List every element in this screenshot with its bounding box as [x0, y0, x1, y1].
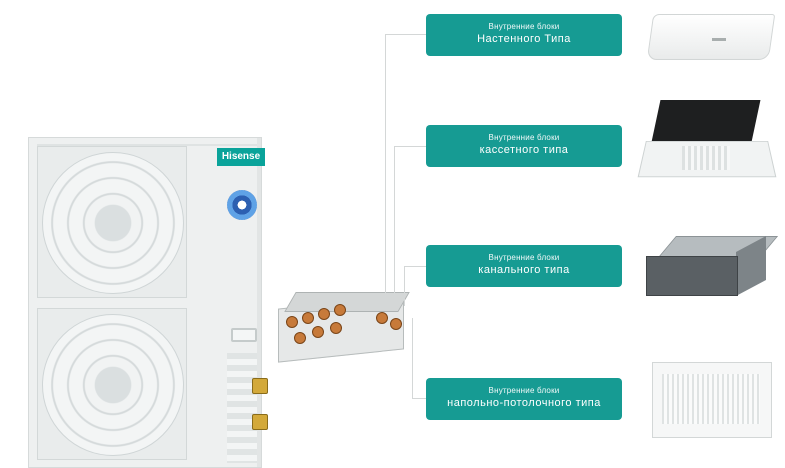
floor-ceiling-unit-icon — [652, 362, 772, 440]
service-handle — [231, 328, 257, 342]
label-duct-type: Внутренние блоки канального типа — [426, 245, 622, 287]
label-caption: Внутренние блоки — [488, 253, 560, 262]
cassette-grille — [682, 146, 730, 170]
lower-fan-icon — [42, 314, 184, 456]
label-caption: Внутренние блоки — [488, 22, 560, 31]
duct-unit-icon — [646, 236, 779, 300]
valve-icon — [252, 414, 268, 430]
cassette-unit-icon — [637, 100, 777, 184]
lower-fan-housing — [37, 308, 187, 460]
label-type: напольно-потолочного типа — [447, 397, 601, 409]
connector-line — [412, 398, 426, 399]
connector-line — [394, 146, 395, 296]
connector-line — [404, 266, 426, 267]
brand-logo: Hisense — [217, 148, 265, 166]
connector-line — [412, 318, 413, 398]
connector-line — [385, 34, 386, 302]
label-type: Настенного Типа — [477, 33, 571, 45]
service-valves — [248, 378, 270, 438]
copper-pipe-icon — [294, 332, 306, 344]
wall-unit-body — [646, 14, 776, 60]
wall-unit-logo — [712, 38, 726, 41]
wall-mounted-unit-icon — [646, 8, 776, 66]
copper-pipe-icon — [312, 326, 324, 338]
label-wall-type: Внутренние блоки Настенного Типа — [426, 14, 622, 56]
copper-pipe-icon — [390, 318, 402, 330]
connector-line — [394, 146, 426, 147]
copper-pipe-icon — [330, 322, 342, 334]
top-panel — [37, 144, 257, 146]
copper-pipe-icon — [302, 312, 314, 324]
duct-front — [646, 256, 738, 296]
label-floor-ceiling-type: Внутренние блоки напольно-потолочного ти… — [426, 378, 622, 420]
copper-pipe-icon — [376, 312, 388, 324]
distribution-box — [272, 290, 410, 363]
connector-line — [404, 266, 405, 306]
label-caption: Внутренние блоки — [488, 133, 560, 142]
cassette-housing — [651, 100, 761, 142]
connector-line — [385, 34, 426, 35]
valve-icon — [252, 378, 268, 394]
label-caption: Внутренние блоки — [488, 386, 560, 395]
upper-fan-housing — [37, 146, 187, 298]
distribution-box-top — [284, 292, 410, 312]
copper-pipe-icon — [286, 316, 298, 328]
label-type: канального типа — [478, 264, 570, 276]
side-vents — [227, 353, 257, 463]
label-cassette-type: Внутренние блоки кассетного типа — [426, 125, 622, 167]
upper-fan-icon — [42, 152, 184, 294]
copper-pipe-icon — [334, 304, 346, 316]
outdoor-unit: Hisense — [28, 137, 265, 468]
inverter-logo-icon — [227, 190, 257, 220]
label-type: кассетного типа — [479, 144, 569, 156]
copper-pipe-icon — [318, 308, 330, 320]
floor-ceiling-grille — [662, 374, 760, 424]
